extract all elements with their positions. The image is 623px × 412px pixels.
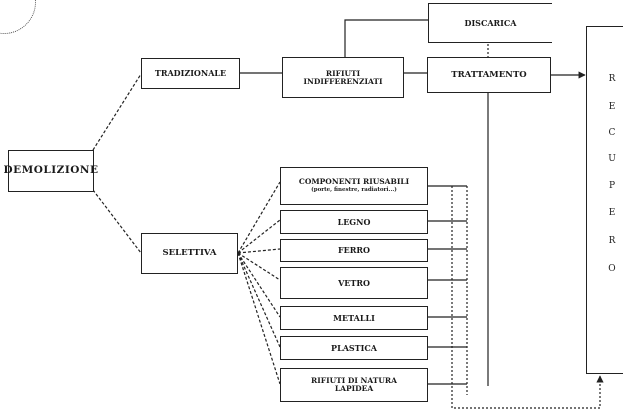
selettiva-fanout xyxy=(237,181,281,385)
node-trattamento: TRATTAMENTO xyxy=(427,57,551,93)
node-legno: LEGNO xyxy=(280,210,428,234)
node-metalli-label: METALLI xyxy=(333,312,375,323)
node-plastica: PLASTICA xyxy=(280,336,428,360)
edge-demolizione-selettiva xyxy=(92,189,142,254)
node-rifiuti-lapidea-label: RIFIUTI DI NATURA LAPIDEA xyxy=(311,376,397,393)
collector-dotted-1 xyxy=(451,186,604,409)
node-vetro: VETRO xyxy=(280,267,428,299)
node-tradizionale-label: TRADIZIONALE xyxy=(154,68,227,79)
recupero-letter: R xyxy=(608,236,616,246)
edge-rifiuti-discarica xyxy=(344,19,428,58)
node-rifiuti-indifferenziati: RIFIUTI INDIFFERENZIATI xyxy=(282,57,404,98)
recupero-letter: O xyxy=(608,264,616,274)
node-demolizione: DEMOLIZIONE xyxy=(4,150,98,192)
recupero-letter: R xyxy=(608,74,616,84)
recupero-letter: E xyxy=(608,102,616,112)
node-componenti-label: COMPONENTI RIUSABILI xyxy=(298,177,410,187)
recupero-letter: E xyxy=(608,208,616,218)
recupero-letter: P xyxy=(608,181,616,191)
node-componenti-riusabili: COMPONENTI RIUSABILI (porte, finestre, r… xyxy=(280,167,428,205)
edge-demolizione-tradizionale xyxy=(92,73,142,151)
node-recupero xyxy=(586,26,623,374)
node-demolizione-label: DEMOLIZIONE xyxy=(3,164,99,177)
node-tradizionale: TRADIZIONALE xyxy=(141,58,240,89)
node-trattamento-label: TRATTAMENTO xyxy=(451,69,527,80)
node-componenti-note: (porte, finestre, radiatori...) xyxy=(311,187,397,194)
node-vetro-label: VETRO xyxy=(338,277,370,288)
node-rifiuti-indifferenziati-label: RIFIUTI INDIFFERENZIATI xyxy=(303,68,383,86)
node-discarica: DISCARICA xyxy=(428,3,552,43)
recupero-letter: U xyxy=(608,154,616,164)
node-ferro-label: FERRO xyxy=(337,245,371,256)
node-legno-label: LEGNO xyxy=(337,216,371,227)
node-selettiva: SELETTIVA xyxy=(141,233,238,274)
node-selettiva-label: SELETTIVA xyxy=(162,248,217,259)
node-discarica-label: DISCARICA xyxy=(464,17,517,28)
recupero-letter: C xyxy=(608,128,616,138)
node-plastica-label: PLASTICA xyxy=(331,342,377,353)
node-rifiuti-lapidea: RIFIUTI DI NATURA LAPIDEA xyxy=(280,368,428,402)
node-ferro: FERRO xyxy=(280,239,428,262)
node-metalli: METALLI xyxy=(280,306,428,330)
